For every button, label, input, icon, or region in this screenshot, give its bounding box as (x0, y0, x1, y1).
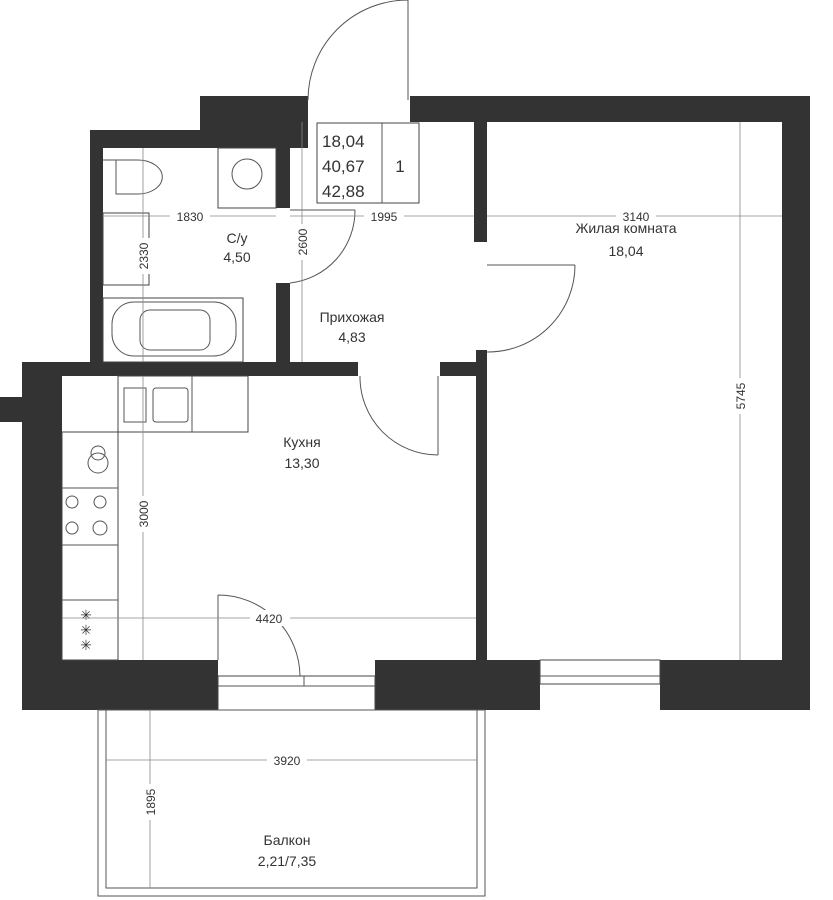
dim-balcony-width: 3920 (274, 754, 301, 768)
room-labels: С/у 4,50 Прихожая 4,83 Жилая комната 18,… (223, 220, 676, 869)
total-with-balcony-value: 42,88 (322, 182, 365, 201)
walls (0, 96, 810, 710)
room-living-name: Жилая комната (575, 220, 676, 236)
kitchen-door (359, 375, 439, 456)
dim-living-width: 3140 (623, 210, 650, 224)
dimension-lines (62, 122, 782, 888)
room-bathroom-area: 4,50 (223, 249, 250, 265)
entrance-door (307, 0, 409, 101)
svg-text:✳: ✳ (80, 607, 92, 623)
dim-kitchen-height: 3000 (137, 500, 151, 527)
living-area-value: 18,04 (322, 132, 365, 151)
living-door (486, 264, 576, 353)
svg-text:✳: ✳ (80, 637, 92, 653)
room-hallway-name: Прихожая (320, 309, 385, 325)
room-hallway-area: 4,83 (338, 329, 365, 345)
svg-text:✳: ✳ (80, 622, 92, 638)
dim-hall-width: 1995 (371, 210, 398, 224)
dim-balcony-height: 1895 (144, 788, 158, 815)
dim-kitchen-width: 4420 (256, 612, 283, 626)
room-living-area: 18,04 (608, 243, 643, 259)
room-balcony-area: 2,21/7,35 (258, 853, 317, 869)
summary-table: 18,04 40,67 42,88 1 (316, 122, 420, 204)
dim-bath-height: 2330 (137, 242, 151, 269)
doors[interactable] (217, 0, 576, 677)
balcony (97, 709, 486, 897)
balcony-door (217, 594, 301, 677)
room-balcony-name: Балкон (264, 832, 311, 848)
room-kitchen-name: Кухня (283, 434, 320, 450)
washing-machine (217, 147, 277, 209)
dim-bath-width: 1830 (177, 210, 204, 224)
dimension-labels: 1830 2330 1995 2600 3140 5745 4420 3000 … (136, 208, 748, 820)
room-kitchen-area: 13,30 (284, 455, 319, 471)
windows (217, 659, 661, 711)
bathtub (111, 301, 237, 357)
dim-living-height: 5745 (734, 382, 748, 409)
dim-hall-height: 2600 (296, 228, 310, 255)
rooms-count: 1 (395, 157, 404, 176)
total-area-value: 40,67 (322, 157, 365, 176)
room-bathroom-name: С/у (227, 230, 248, 246)
bathroom-door (289, 209, 356, 284)
kitchen-fixtures: ✳ ✳ ✳ (61, 375, 249, 661)
